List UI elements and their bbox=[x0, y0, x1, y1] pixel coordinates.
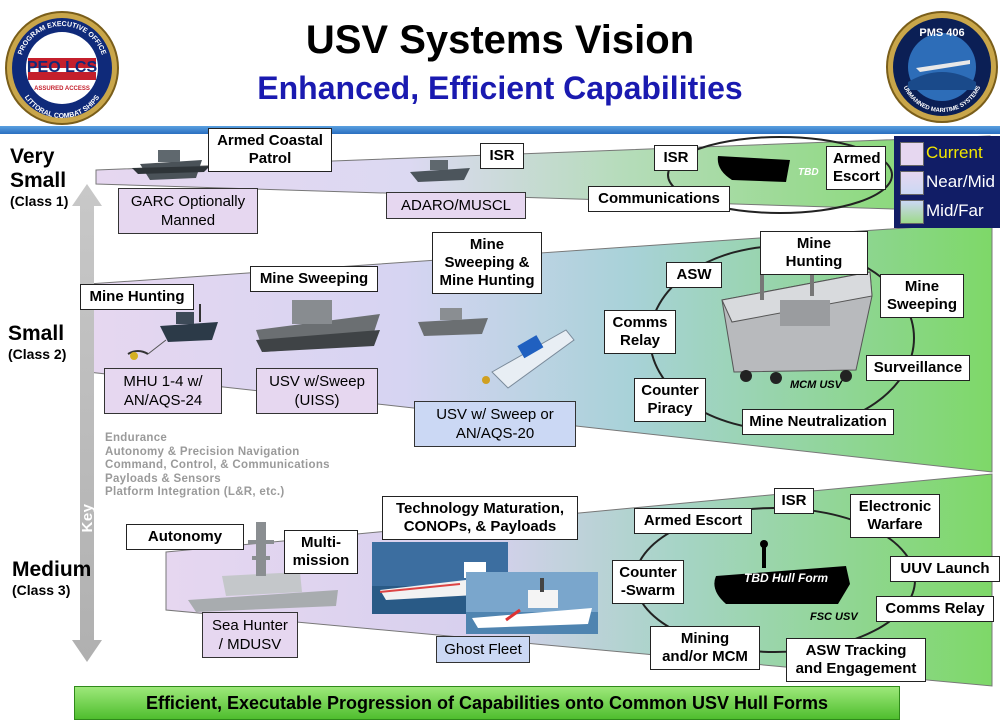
label-technology-maturation: Technology Maturation, CONOPs, & Payload… bbox=[382, 496, 578, 540]
enabler-item: Autonomy & Precision Navigation bbox=[105, 445, 300, 458]
label-garc: GARC Optionally Manned bbox=[118, 188, 258, 234]
class-medium-sub: (Class 3) bbox=[12, 582, 71, 598]
enabler-item: Endurance bbox=[105, 432, 168, 444]
label-ring-isr: ISR bbox=[654, 145, 698, 171]
label-ring-mine-sweeping: Mine Sweeping bbox=[880, 274, 964, 318]
label-armed-escort-very-small: Armed Escort bbox=[826, 146, 886, 190]
label-asw-tracking: ASW Tracking and Engagement bbox=[786, 638, 926, 682]
adaro-boat-icon bbox=[410, 160, 470, 182]
label-surveillance: Surveillance bbox=[866, 355, 970, 381]
uiss-boat-icon bbox=[256, 300, 380, 352]
sea-hunter-icon bbox=[188, 522, 338, 612]
legend-item-mid-far: Mid/Far bbox=[896, 196, 1000, 226]
label-counter-swarm: Counter -Swarm bbox=[612, 560, 684, 604]
peo-lcs-logo: PEO LCS PROGRAM EXECUTIVE OFFICE ASSURED… bbox=[5, 11, 119, 125]
mcm-usv-icon: MCM USV bbox=[721, 246, 873, 391]
label-asw: ASW bbox=[666, 262, 722, 288]
sweep-hunt-boat-icon bbox=[418, 308, 488, 336]
logo-left-main: PEO LCS bbox=[27, 59, 98, 76]
class-small-name: Small bbox=[8, 322, 65, 345]
label-multimission: Multi- mission bbox=[284, 530, 358, 574]
label-mine-neutralization: Mine Neutralization bbox=[742, 409, 894, 435]
enabler-item: Payloads & Sensors bbox=[105, 472, 221, 485]
legend-label: Current bbox=[926, 143, 983, 162]
label-autonomy: Autonomy bbox=[126, 524, 244, 550]
class-medium-name: Medium bbox=[12, 558, 92, 581]
legend-item-current: Current bbox=[896, 138, 1000, 168]
legend-label: Near/Mid bbox=[926, 172, 995, 191]
label-isr-very-small: ISR bbox=[480, 143, 524, 169]
header-divider bbox=[0, 126, 1000, 134]
label-electronic-warfare: Electronic Warfare bbox=[850, 494, 940, 538]
pms406-logo: PMS 406 UNMANNED MARITIME SYSTEMS bbox=[886, 11, 998, 123]
enabler-item: Command, Control, & Communications bbox=[105, 459, 330, 471]
mhu-boat-icon bbox=[127, 304, 218, 360]
tbd-label: TBD bbox=[798, 167, 819, 178]
label-sea-hunter: Sea Hunter / MDUSV bbox=[202, 612, 298, 658]
logo-left-middle: ASSURED ACCESS bbox=[34, 86, 90, 92]
class-small-sub: (Class 2) bbox=[8, 346, 67, 362]
label-comms-relay-medium: Comms Relay bbox=[876, 596, 994, 622]
legend-swatch bbox=[900, 171, 924, 195]
label-ring-mine-hunting: Mine Hunting bbox=[760, 231, 868, 275]
mcm-usv-label: MCM USV bbox=[790, 379, 844, 391]
footer-banner: Efficient, Executable Progression of Cap… bbox=[74, 686, 900, 720]
label-ghost-fleet: Ghost Fleet bbox=[436, 636, 530, 663]
legend-swatch bbox=[900, 142, 924, 166]
label-communications: Communications bbox=[588, 186, 730, 212]
page-title: USV Systems Vision bbox=[305, 18, 695, 62]
ghost-fleet-photo-2 bbox=[466, 572, 598, 634]
tbd-very-small-boat-icon: TBD bbox=[717, 156, 819, 182]
garc-boat-icon bbox=[132, 150, 210, 180]
label-mine-sweeping: Mine Sweeping bbox=[250, 266, 378, 292]
label-aqs20: USV w/ Sweep or AN/AQS-20 bbox=[414, 401, 576, 447]
key-enablers-arrow bbox=[72, 184, 102, 662]
label-comms-relay-small: Comms Relay bbox=[604, 310, 676, 354]
label-armed-escort-medium: Armed Escort bbox=[634, 508, 752, 534]
enabler-item: Platform Integration (L&R, etc.) bbox=[105, 486, 285, 498]
class-very-small-sub: (Class 1) bbox=[10, 193, 69, 209]
class-small: Small (Class 2) bbox=[8, 322, 66, 362]
legend-swatch bbox=[900, 200, 924, 224]
label-counter-piracy: Counter Piracy bbox=[634, 378, 706, 422]
label-armed-coastal-patrol: Armed Coastal Patrol bbox=[208, 128, 332, 172]
fsc-usv-icon: TBD Hull Form FSC USV bbox=[714, 540, 859, 623]
very-small-ring bbox=[667, 136, 893, 214]
label-sweep-and-hunt: Mine Sweeping & Mine Hunting bbox=[432, 232, 542, 294]
legend-item-near-mid: Near/Mid bbox=[896, 167, 1000, 197]
class-medium: Medium (Class 3) bbox=[12, 558, 91, 598]
legend-label: Mid/Far bbox=[926, 201, 984, 220]
class-very-small-line1: Very bbox=[10, 145, 55, 168]
class-very-small: Very Small (Class 1) bbox=[10, 145, 68, 209]
logo-right-top: PMS 406 bbox=[919, 27, 964, 39]
label-uiss: USV w/Sweep (UISS) bbox=[256, 368, 378, 414]
page-subtitle: Enhanced, Efficient Capabilities bbox=[257, 70, 743, 106]
label-adaro-muscl: ADARO/MUSCL bbox=[386, 192, 526, 219]
tbd-hull-form-label: TBD Hull Form bbox=[744, 571, 828, 585]
aqs20-boat-icon bbox=[482, 329, 575, 389]
label-mine-hunting: Mine Hunting bbox=[80, 284, 194, 310]
label-mhu: MHU 1-4 w/ AN/AQS-24 bbox=[104, 368, 222, 414]
enablers-list: Endurance Autonomy & Precision Navigatio… bbox=[105, 432, 330, 500]
label-ring-isr-medium: ISR bbox=[774, 488, 814, 514]
class-very-small-line2: Small bbox=[10, 169, 67, 192]
label-uuv-launch: UUV Launch bbox=[890, 556, 1000, 582]
label-mining-mcm: Mining and/or MCM bbox=[650, 626, 760, 670]
key-enablers-label: Key Enablers bbox=[79, 484, 116, 552]
fsc-usv-label: FSC USV bbox=[810, 611, 859, 623]
